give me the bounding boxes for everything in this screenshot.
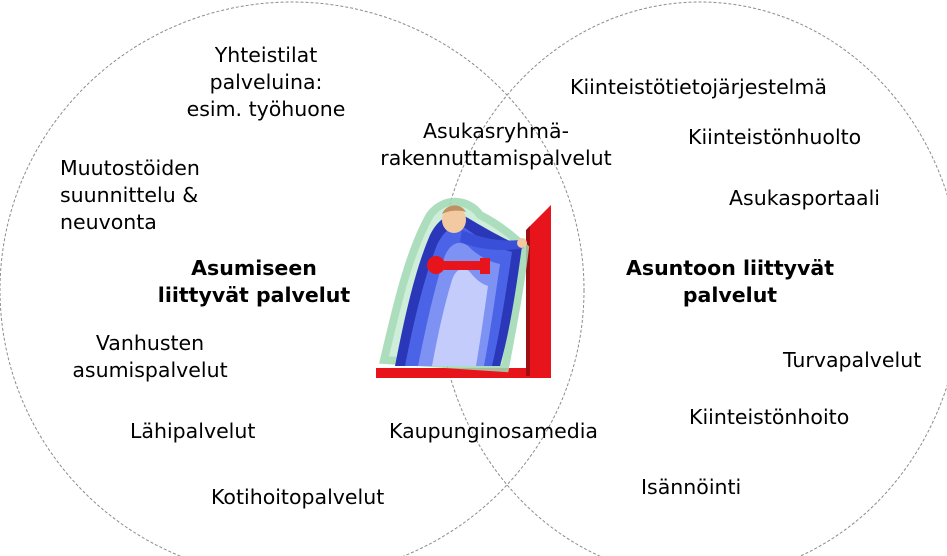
renovation-label: Muutostöiden suunnittelu & neuvonta (60, 155, 200, 236)
shared-spaces-label: Yhteistilat palveluina: esim. työhuone (168, 42, 364, 123)
maintenance-label: Kiinteistönhuolto (688, 124, 861, 151)
group-building-label: Asukasryhmä- rakennuttamispalvelut (365, 118, 627, 172)
property-care-label: Kiinteistönhoito (689, 404, 849, 431)
right-circle-title: Asuntoon liittyvät palvelut (608, 255, 852, 309)
person-opening-door-icon (376, 202, 551, 378)
management-label: Isännöinti (641, 474, 741, 501)
local-services-label: Lähipalvelut (130, 418, 255, 445)
left-circle-title: Asumiseen liittyvät palvelut (130, 255, 378, 309)
media-label: Kaupunginosamedia (389, 418, 598, 445)
security-label: Turvapalvelut (783, 347, 921, 374)
portal-label: Asukasportaali (729, 185, 880, 212)
home-care-label: Kotihoitopalvelut (211, 484, 384, 511)
elderly-services-label: Vanhusten asumispalvelut (70, 330, 230, 384)
info-system-label: Kiinteistötietojärjestelmä (570, 74, 827, 101)
